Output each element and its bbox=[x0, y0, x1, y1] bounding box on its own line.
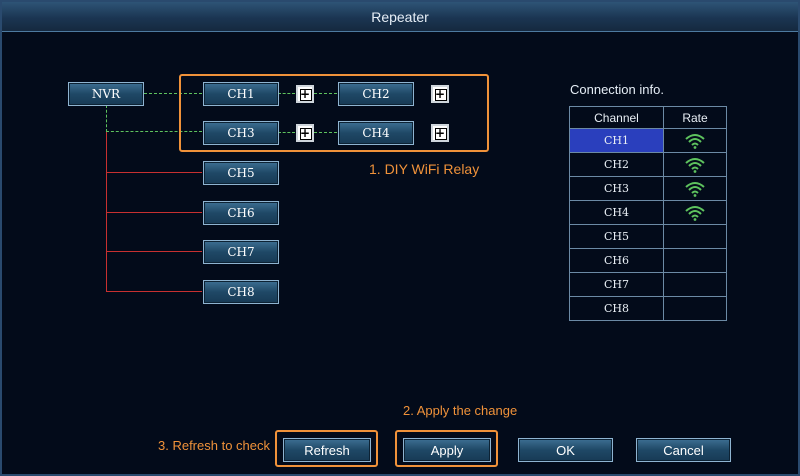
wired-link-ch6 bbox=[106, 212, 202, 213]
channel-cell: CH2 bbox=[569, 152, 664, 177]
apply-highlight bbox=[395, 430, 498, 467]
channel-cell: CH3 bbox=[569, 176, 664, 201]
channel-ch6-button[interactable]: CH6 bbox=[203, 201, 279, 225]
channel-cell: CH5 bbox=[569, 224, 664, 249]
wired-link-ch8 bbox=[106, 291, 202, 292]
wifi-link-vertical bbox=[106, 105, 107, 132]
table-row[interactable]: CH7 bbox=[569, 272, 727, 297]
nvr-node[interactable]: NVR bbox=[68, 82, 144, 106]
rate-cell bbox=[663, 176, 727, 201]
cancel-button[interactable]: Cancel bbox=[636, 438, 731, 462]
table-row[interactable]: CH5 bbox=[569, 224, 727, 249]
wifi-strong-icon bbox=[685, 181, 705, 197]
plus-symbol: + bbox=[299, 126, 311, 140]
wifi-strong-icon bbox=[685, 205, 705, 221]
channel-ch8-button[interactable]: CH8 bbox=[203, 280, 279, 304]
diy-relay-highlight bbox=[179, 74, 489, 152]
wired-link-ch5 bbox=[106, 172, 202, 173]
table-row[interactable]: CH3 bbox=[569, 176, 727, 201]
channel-cell: CH1 bbox=[569, 128, 664, 153]
wifi-strong-icon bbox=[685, 157, 705, 173]
channel-ch7-button[interactable]: CH7 bbox=[203, 240, 279, 264]
channel-ch3-button[interactable]: CH3 bbox=[203, 121, 279, 145]
annotation-refresh-check: 3. Refresh to check bbox=[158, 438, 270, 453]
table-row[interactable]: CH8 bbox=[569, 296, 727, 321]
column-header-rate: Rate bbox=[663, 106, 727, 129]
wired-link-ch7 bbox=[106, 251, 202, 252]
refresh-button[interactable]: Refresh bbox=[283, 438, 371, 462]
rate-cell bbox=[663, 272, 727, 297]
channel-ch5-button[interactable]: CH5 bbox=[203, 161, 279, 185]
add-relay-ch1-icon[interactable]: + bbox=[296, 85, 314, 103]
annotation-diy-relay: 1. DIY WiFi Relay bbox=[369, 161, 480, 177]
plus-symbol: + bbox=[299, 87, 311, 101]
channel-cell: CH7 bbox=[569, 272, 664, 297]
add-relay-ch2-icon[interactable]: + bbox=[431, 85, 449, 103]
rate-cell bbox=[663, 248, 727, 273]
add-relay-ch3-icon[interactable]: + bbox=[296, 124, 314, 142]
wifi-link-plus-ch4 bbox=[314, 132, 337, 133]
annotation-apply-change: 2. Apply the change bbox=[403, 403, 518, 418]
rate-cell bbox=[663, 128, 727, 153]
apply-button[interactable]: Apply bbox=[403, 438, 491, 462]
plus-symbol: + bbox=[434, 87, 446, 101]
channel-ch1-button[interactable]: CH1 bbox=[203, 82, 279, 106]
table-row[interactable]: CH6 bbox=[569, 248, 727, 273]
rate-cell bbox=[663, 224, 727, 249]
rate-cell bbox=[663, 200, 727, 225]
channel-ch4-button[interactable]: CH4 bbox=[338, 121, 414, 145]
wifi-link-ch3-plus bbox=[278, 132, 295, 133]
wifi-link-nvr-ch1 bbox=[144, 93, 202, 94]
wifi-link-plus-ch2 bbox=[314, 93, 337, 94]
channel-cell: CH4 bbox=[569, 200, 664, 225]
rate-cell bbox=[663, 152, 727, 177]
channel-cell: CH6 bbox=[569, 248, 664, 273]
channel-cell: CH8 bbox=[569, 296, 664, 321]
ok-button[interactable]: OK bbox=[518, 438, 613, 462]
plus-symbol: + bbox=[434, 126, 446, 140]
wifi-link-nvr-ch3 bbox=[106, 131, 202, 132]
column-header-channel: Channel bbox=[569, 106, 664, 129]
table-row[interactable]: CH2 bbox=[569, 152, 727, 177]
table-row[interactable]: CH4 bbox=[569, 200, 727, 225]
window-title: Repeater bbox=[2, 2, 798, 32]
channel-ch2-button[interactable]: CH2 bbox=[338, 82, 414, 106]
rate-cell bbox=[663, 296, 727, 321]
add-relay-ch4-icon[interactable]: + bbox=[431, 124, 449, 142]
table-row[interactable]: CH1 bbox=[569, 128, 727, 153]
connection-info-label: Connection info. bbox=[570, 82, 664, 97]
refresh-highlight bbox=[275, 430, 378, 467]
wifi-strong-icon bbox=[685, 133, 705, 149]
wifi-link-ch1-plus bbox=[278, 93, 295, 94]
